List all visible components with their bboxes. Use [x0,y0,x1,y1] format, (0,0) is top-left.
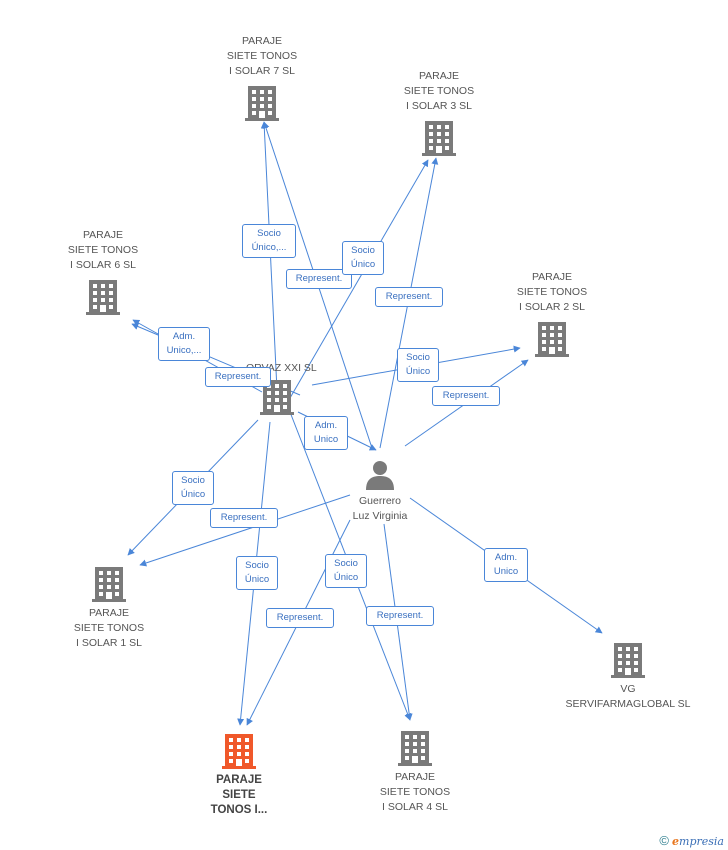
building-icon [245,86,279,121]
node-label: PARAJE SIETE TONOS I SOLAR 2 SL [516,271,588,313]
edge-label-socio-unico[interactable]: Socio Único,... [242,224,296,258]
building-icon [535,322,569,357]
node-label: VG SERVIFARMAGLOBAL SL [565,683,691,710]
edge-label-socio-unico[interactable]: Socio Único [236,556,278,590]
building-icon [92,567,126,602]
edge-label-adm-unico[interactable]: Adm. Unico [484,548,528,582]
brand-logo-e: e [672,835,680,848]
edge-label-represent[interactable]: Represent. [205,367,271,387]
person-icon [366,461,394,490]
node-label: PARAJE SIETE TONOS I SOLAR 3 SL [403,70,475,112]
node-solar6[interactable]: PARAJE SIETE TONOS I SOLAR 6 SL [53,228,153,315]
edge-label-socio-unico[interactable]: Socio Único [342,241,384,275]
node-label: PARAJE SIETE TONOS I SOLAR 6 SL [67,229,139,271]
edge-line [289,159,429,399]
edge-label-adm-unico[interactable]: Adm. Unico,... [158,327,210,361]
edge-label-represent[interactable]: Represent. [210,508,278,528]
node-solar7[interactable]: PARAJE SIETE TONOS I SOLAR 7 SL [212,34,312,121]
node-label: PARAJE SIETE TONOS I SOLAR 1 SL [73,607,145,649]
node-label: Guerrero Luz Virginia [352,495,408,522]
edge-label-represent[interactable]: Represent. [366,606,434,626]
edges [127,121,603,726]
edge-label-represent[interactable]: Represent. [266,608,334,628]
node-label: PARAJE SIETE TONOS I SOLAR 4 SL [379,771,451,813]
node-person[interactable]: Guerrero Luz Virginia [330,458,430,524]
building-icon [422,121,456,156]
edge-label-adm-unico[interactable]: Adm. Unico [304,416,348,450]
node-solar2[interactable]: PARAJE SIETE TONOS I SOLAR 2 SL [502,270,602,357]
edge-label-represent[interactable]: Represent. [286,269,352,289]
edge-line [139,494,351,567]
node-solar1[interactable]: PARAJE SIETE TONOS I SOLAR 1 SL [59,566,159,651]
brand-logo-text: mpresia [679,835,724,848]
edge-label-represent[interactable]: Represent. [375,287,443,307]
brand-footer: © empresia [659,833,724,848]
building-icon [86,280,120,315]
edge-label-socio-unico[interactable]: Socio Único [325,554,367,588]
node-solar4[interactable]: PARAJE SIETE TONOS I SOLAR 4 SL [365,730,465,815]
node-vg[interactable]: VG SERVIFARMAGLOBAL SL [558,642,698,712]
building-icon [222,734,256,769]
node-main[interactable]: PARAJE SIETE TONOS I... [189,733,289,818]
node-label: PARAJE SIETE TONOS I... [210,774,268,816]
node-label: PARAJE SIETE TONOS I SOLAR 7 SL [226,35,298,77]
edge-label-represent[interactable]: Represent. [432,386,500,406]
building-icon [611,643,645,678]
edge-label-socio-unico[interactable]: Socio Único [397,348,439,382]
node-solar3[interactable]: PARAJE SIETE TONOS I SOLAR 3 SL [389,69,489,156]
edge-label-socio-unico[interactable]: Socio Único [172,471,214,505]
copyright-icon: © [659,833,669,848]
building-icon [398,731,432,766]
